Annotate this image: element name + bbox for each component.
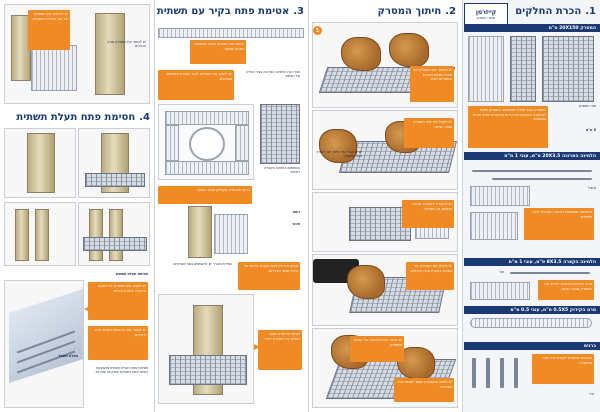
step-number-1: 1 — [313, 26, 322, 35]
glove-left — [341, 37, 381, 71]
panel-wall-sealing: 3. אטימת פתח בקיר עם תשתית מקמו את המסרק… — [154, 0, 308, 412]
wall-tip-1: מקמו את המסרק סביב התשתית בפתח שבקיר. — [190, 40, 246, 64]
panel-parts: 1. הכרת החלקים המסרק 20X150 ס"מ שיני המס… — [462, 0, 600, 412]
channel-step-photo-1 — [4, 128, 76, 198]
section-number: 2. — [445, 6, 456, 17]
hole-label: חור — [498, 270, 504, 274]
section-number: 4. — [139, 112, 150, 123]
section-title-channel: 4. חסימת פתח תעלת תשתית — [16, 110, 150, 125]
strip-holes-detail — [470, 186, 530, 206]
section-heading: הכרת החלקים — [515, 6, 582, 17]
grid-label: רשת — [293, 210, 300, 214]
brand-name: קייזרמן — [475, 8, 497, 16]
wall-tip-2: יש לקבע את המסרק לקיר בעזרת הלמינות והבר… — [158, 70, 234, 100]
part-bar-screws: ברגים — [464, 342, 600, 350]
channel-step-photo-3 — [4, 202, 76, 266]
channel-note-1: יש לכופף את המסרק סביב הכבלים. — [107, 40, 146, 49]
strip-description: הלמינות משמשות לחיבור המסרק לקיר ולחיזוק… — [524, 208, 594, 240]
part-bar-long-strip: הלמינה הארוכה 20X3.5 ס"מ, עובי 1 מ"מ — [464, 152, 600, 160]
channel-tip-1: יש להכניס את המסרק אל תוך תעלת התשתית. — [28, 10, 70, 50]
binding-strip-image — [470, 318, 592, 328]
section-number: 1. — [585, 6, 596, 17]
panel-channel-blocking: יש להכניס את המסרק אל תוך תעלת התשתית. י… — [0, 0, 154, 412]
screw-1-icon — [514, 358, 518, 388]
step-cut-photo-4 — [312, 254, 458, 326]
section-title-parts: 1. הכרת החלקים — [515, 4, 596, 19]
long-strip-image-2 — [492, 178, 592, 180]
channel-step-photo-4 — [78, 202, 150, 266]
comb-description: המסרק עשוי פלדה מגולוונת. המסרק מיועד לה… — [468, 106, 548, 148]
pipe-image — [188, 206, 212, 258]
short-strip-bent-image — [470, 282, 530, 300]
step-cut-tip-4: יש להדק את המסרק אל הצינור בעזרת סרט הקי… — [406, 262, 454, 290]
wall-tip-5: לסיום יש לוודא שאין רווחים בין המסרק לקי… — [258, 330, 302, 370]
step-cut-tip-6: יש לוודא שהמסרק צמוד לפתח מכל הצדדים. — [394, 378, 454, 402]
comb-image — [542, 36, 594, 102]
comb-image-side — [468, 36, 504, 102]
brand-logo: קייזרמן מוצרי מתכת — [464, 3, 508, 25]
pointer-arrow-channel — [84, 306, 90, 312]
screw-2-icon — [500, 358, 504, 388]
section-title-wall: 3. אטימת פתח בקיר עם תשתית — [157, 4, 304, 19]
step-cut-tip-5: יש לחבר את הלמינות אל קצוות המסרק. — [350, 336, 404, 362]
pointer-arrow — [254, 344, 260, 350]
wall-tip-4: קבעו את הלמינות בעזרת ברגים אל הקיר משני… — [238, 262, 300, 290]
section-title-cutting: 2. חיתוך המסרק — [378, 4, 456, 19]
wall-note-2: השתמשו בלמינה הקצרה לפינות. — [264, 166, 300, 175]
wall-grid-section — [214, 214, 248, 254]
wall-side-strip — [260, 104, 300, 164]
step-cut-photo-1 — [312, 22, 458, 108]
spacing-label: 5 ס"מ — [585, 128, 596, 132]
pipe-opening — [189, 127, 225, 161]
channel-blocking-label: חסימת תעלת תשתית — [115, 272, 148, 276]
step-cut-tip-1: יש לחתוך את המסרק לפי מידת הפתח בעזרת מס… — [410, 66, 454, 102]
channel-tip-3: יש לסגור את הרווחים בעזרת סרט הקידוק. — [88, 326, 148, 360]
channel-step-photo-2 — [78, 128, 150, 198]
section-heading: אטימת פתח בקיר עם תשתית — [156, 6, 290, 17]
wall-final-photo — [158, 294, 254, 404]
short-strip-image — [510, 272, 590, 274]
step-cut-tip-2: יש לקפל את שיני המסרק סביב הצינור. — [404, 118, 454, 148]
step-cut-tip-3: יש להקפיד להשאיר מרווח מתאים בין השיניים… — [402, 200, 454, 228]
screws-description: הברגים מיועדים לקיבוע אל הקיר והתקרה. — [532, 354, 594, 384]
short-strip-description: סרט הקידוק מאפשר להדק את המסרק סביב הצינ… — [538, 280, 594, 300]
step-cut-note-2: יש להקפיד על חיתוך ישר לאורך הקו המסומן. — [316, 150, 362, 159]
glove-right — [389, 33, 429, 67]
part-bar-binding-strip: סרט הקידוק 0.5X5 ס"מ, עובי 0.5 מ"מ — [464, 306, 600, 314]
strip-curved-image — [470, 212, 518, 240]
section-number: 3. — [293, 6, 304, 17]
brand-subtitle: מוצרי מתכת — [476, 15, 496, 20]
wall-label: קיר — [588, 392, 594, 396]
wall-tip-3: הדקו את סרט הקידוק סביב הצינור. — [158, 186, 252, 204]
channel-tip-2: יש לקבע את המסרק אל דפנות התעלה בעזרת בר… — [88, 282, 148, 320]
part-bar-short-strip: הלמינה הקצרה 8X3.5 ס"מ, עובי 1 מ"מ — [464, 258, 600, 266]
infra-channel-label: תעלת חשמל — [58, 354, 78, 358]
rail-image — [158, 28, 304, 38]
wall-frame-diagram — [158, 104, 254, 180]
screw-3-icon — [486, 358, 490, 388]
pipe-label: צינור — [292, 222, 300, 226]
panel-cutting: 2. חיתוך המסרק יש לחתוך את המסרק לפי מיד… — [308, 0, 462, 412]
section-heading: חסימת פתח תעלת תשתית — [16, 112, 136, 123]
long-strip-image — [472, 170, 592, 172]
fold-label: קיפול — [587, 186, 596, 190]
part-bar-comb: המסרק 20X150 ס"מ — [464, 24, 600, 32]
wall-note-1: חברו את הלמינה הארוכה בצד העליון של הפתח… — [246, 70, 300, 79]
wall-note-3: במידת הצורך יש להשתמש בשני מסרקים. — [172, 262, 232, 266]
channel-note-2: חסימת פתח תעלת תשתית מתבצעת באותו אופן ב… — [94, 366, 148, 375]
screw-4-icon — [472, 358, 476, 388]
comb-image-detail — [510, 36, 536, 102]
channel-diagram — [4, 280, 84, 408]
section-heading: חיתוך המסרק — [377, 6, 442, 17]
teeth-label: שיני המסרק — [578, 104, 596, 108]
